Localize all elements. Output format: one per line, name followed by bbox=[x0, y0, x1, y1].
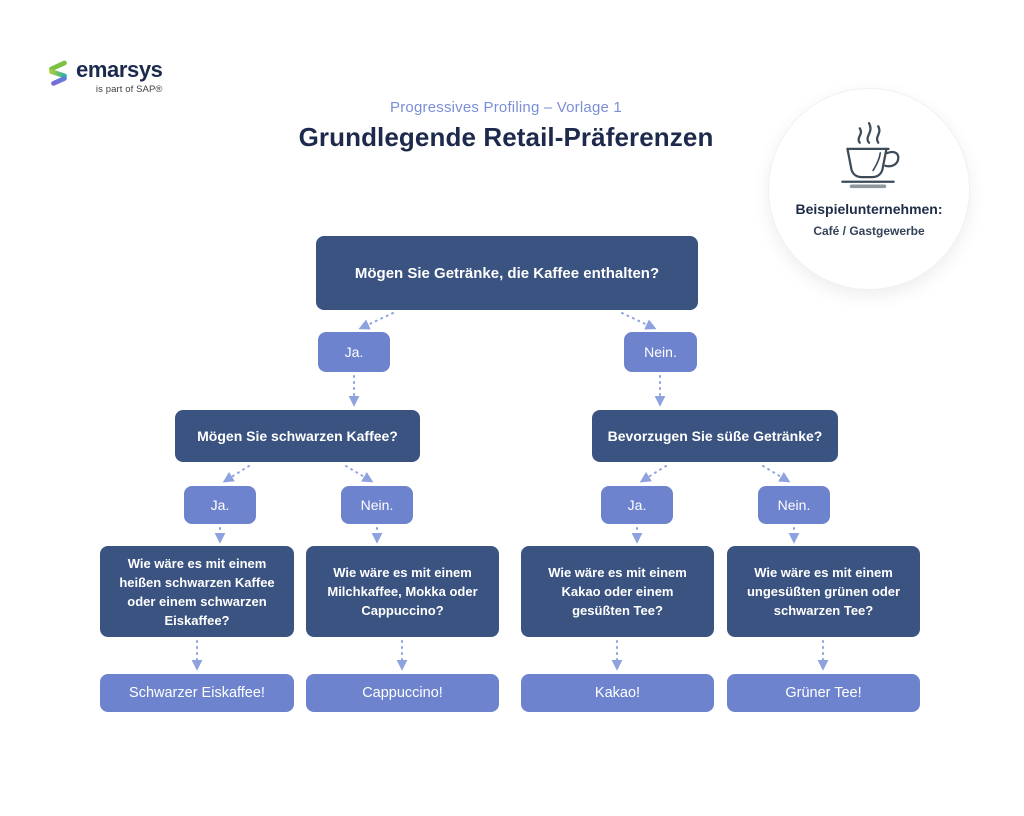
flow-node-answer-right-nein: Nein. bbox=[758, 486, 830, 524]
logo-tagline-text: is part of SAP® bbox=[95, 84, 163, 95]
flow-node-question-left: Mögen Sie schwarzen Kaffee? bbox=[175, 410, 420, 462]
flow-node-result-1: Schwarzer Eiskaffee! bbox=[100, 674, 294, 712]
coffee-cup-icon bbox=[841, 122, 900, 189]
flow-node-result-3: Kakao! bbox=[521, 674, 714, 712]
logo-brand-text: emarsys bbox=[76, 57, 163, 82]
flow-node-root-question: Mögen Sie Getränke, die Kaffee enthalten… bbox=[316, 236, 698, 310]
emarsys-logo: emarsys is part of SAP® bbox=[46, 58, 163, 95]
flow-node-suggestion-2: Wie wäre es mit einem Milchkaffee, Mokka… bbox=[306, 546, 499, 637]
page-title: Grundlegende Retail-Präferenzen bbox=[298, 122, 714, 152]
badge-label: Beispielunternehmen: bbox=[795, 201, 943, 217]
flow-node-question-right: Bevorzugen Sie süße Getränke? bbox=[592, 410, 838, 462]
page-subtitle: Progressives Profiling – Vorlage 1 bbox=[390, 99, 622, 116]
badge-value: Café / Gastgewerbe bbox=[813, 224, 925, 238]
flow-node-suggestion-1: Wie wäre es mit einem heißen schwarzen K… bbox=[100, 546, 294, 637]
page-header: Progressives Profiling – Vorlage 1 Grund… bbox=[0, 99, 1012, 153]
flow-node-answer-left-nein: Nein. bbox=[341, 486, 413, 524]
emarsys-logo-icon bbox=[49, 60, 67, 86]
flow-node-answer-nein: Nein. bbox=[624, 332, 697, 372]
flow-node-answer-ja: Ja. bbox=[318, 332, 390, 372]
flow-node-suggestion-3: Wie wäre es mit einem Kakao oder einem g… bbox=[521, 546, 714, 637]
flow-node-answer-right-ja: Ja. bbox=[601, 486, 673, 524]
flow-node-suggestion-4: Wie wäre es mit einem ungesüßten grünen … bbox=[727, 546, 920, 637]
flow-node-result-4: Grüner Tee! bbox=[727, 674, 920, 712]
flow-node-result-2: Cappuccino! bbox=[306, 674, 499, 712]
flow-node-answer-left-ja: Ja. bbox=[184, 486, 256, 524]
example-company-badge: Beispielunternehmen: Café / Gastgewerbe bbox=[768, 88, 970, 290]
